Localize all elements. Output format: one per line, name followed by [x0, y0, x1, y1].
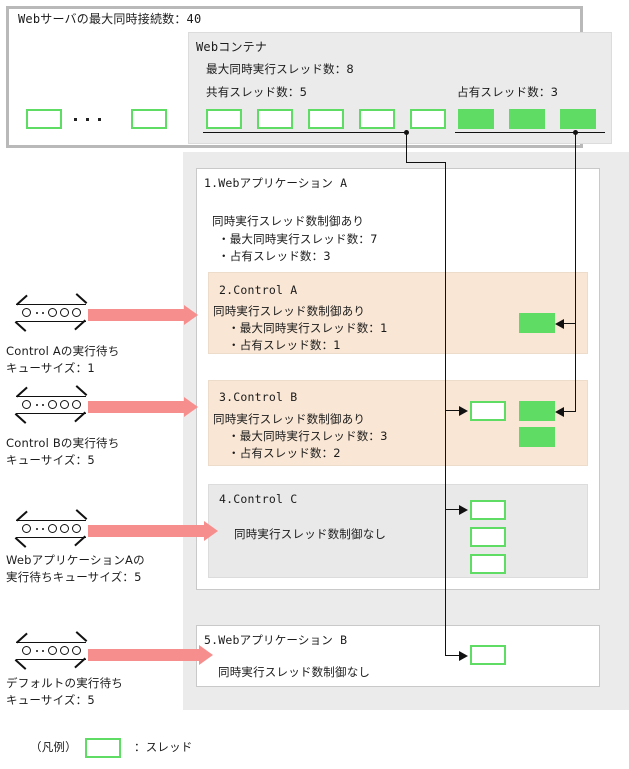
shared-trunk-jog — [406, 162, 446, 163]
app-a-bullet-dedicated: ・占有スレッド数：3 — [218, 249, 331, 263]
shared-thread — [257, 109, 293, 129]
app-a-title: 1.Webアプリケーション A — [204, 176, 348, 190]
shared-thread-rule — [203, 132, 407, 133]
web-server-title: Webサーバの最大同時接続数：40 — [18, 12, 202, 26]
control-b-dedicated-thread — [519, 401, 555, 421]
app-b-thread — [470, 645, 506, 665]
dedicated-thread — [509, 109, 545, 129]
request-arrow-control-b — [88, 397, 198, 417]
legend-suffix: ：スレッド — [134, 740, 193, 754]
queue-label-control-b-line1: Control Bの実行待ち — [6, 436, 120, 450]
dedicated-thread-rule — [455, 132, 605, 133]
control-a-title: 2.Control A — [219, 283, 298, 297]
control-c-title: 4.Control C — [219, 492, 298, 506]
ellipsis-dot — [74, 118, 77, 121]
request-arrow-default — [88, 645, 213, 665]
queue-icon-control-a — [12, 293, 90, 332]
control-c-thread — [470, 527, 506, 547]
queue-label-control-b-line2: キューサイズ：5 — [6, 453, 95, 467]
control-b-shared-thread — [470, 401, 506, 421]
branch-to-control-a — [563, 323, 576, 324]
control-a-bullet-max: ・最大同時実行スレッド数：1 — [228, 321, 388, 335]
control-c-control-line: 同時実行スレッド数制御なし — [234, 527, 387, 541]
control-b-bullet-max: ・最大同時実行スレッド数：3 — [228, 429, 388, 443]
queue-label-app-a-line1: WebアプリケーションAの — [6, 553, 145, 567]
queue-label-control-a-line1: Control Aの実行待ち — [6, 344, 120, 358]
app-b-title: 5.Webアプリケーション B — [204, 633, 348, 647]
branch-to-app-b — [445, 655, 462, 656]
branch-to-control-b-green-arrow — [555, 407, 564, 417]
queue-label-default-line1: デフォルトの実行待ち — [6, 676, 123, 690]
dedicated-threads-label: 占有スレッド数：3 — [457, 85, 559, 99]
panel-web-application-b — [196, 625, 600, 687]
queue-icon-control-b — [12, 385, 90, 424]
panel-control-c — [208, 484, 588, 578]
shared-thread — [410, 109, 446, 129]
server-connection-thread — [131, 109, 167, 129]
app-a-bullet-max: ・最大同時実行スレッド数：7 — [218, 232, 378, 246]
dedicated-thread — [560, 109, 596, 129]
dedicated-thread — [458, 109, 494, 129]
app-b-control-line: 同時実行スレッド数制御なし — [218, 665, 371, 679]
request-arrow-control-a — [88, 305, 198, 325]
control-a-dedicated-thread — [519, 313, 555, 333]
shared-threads-label: 共有スレッド数：5 — [206, 85, 308, 99]
control-a-bullet-dedicated: ・占有スレッド数：1 — [228, 338, 341, 352]
shared-thread — [359, 109, 395, 129]
branch-to-control-c — [445, 509, 462, 510]
shared-thread — [308, 109, 344, 129]
control-c-thread — [470, 500, 506, 520]
branch-to-control-b-arrow — [459, 406, 468, 416]
control-b-bullet-dedicated: ・占有スレッド数：2 — [228, 446, 341, 460]
branch-to-control-c-arrow — [459, 505, 468, 515]
shared-trunk-segment-top — [406, 132, 407, 162]
control-b-control-line: 同時実行スレッド数制御あり — [213, 412, 366, 426]
queue-label-app-a-line2: 実行待ちキューサイズ：5 — [6, 570, 142, 584]
queue-label-control-a-line2: キューサイズ：1 — [6, 361, 95, 375]
branch-to-control-b-green — [563, 411, 576, 412]
control-b-title: 3.Control B — [219, 390, 298, 404]
queue-label-default-line2: キューサイズ：5 — [6, 693, 95, 707]
ellipsis-dot — [98, 118, 101, 121]
request-arrow-web-application-a — [88, 521, 218, 541]
web-container-title: Webコンテナ — [196, 40, 268, 54]
control-a-control-line: 同時実行スレッド数制御あり — [213, 304, 366, 318]
branch-to-control-a-arrow — [555, 319, 564, 329]
legend-thread-swatch — [85, 738, 121, 758]
legend-prefix: （凡例） — [30, 740, 77, 754]
shared-trunk-vertical — [445, 162, 446, 655]
control-b-dedicated-thread — [519, 427, 555, 447]
max-concurrent-threads-label: 最大同時実行スレッド数：8 — [206, 62, 354, 76]
branch-to-control-b — [445, 410, 462, 411]
ellipsis-dot — [86, 118, 89, 121]
app-a-control-line: 同時実行スレッド数制御あり — [212, 214, 365, 228]
queue-icon-default — [12, 631, 90, 670]
control-c-thread — [470, 554, 506, 574]
shared-thread — [206, 109, 242, 129]
branch-to-app-b-arrow — [459, 651, 468, 661]
panel-control-b — [208, 380, 588, 466]
dedicated-trunk-vertical — [575, 132, 576, 411]
queue-icon-web-application-a — [12, 509, 90, 548]
server-connection-thread — [26, 109, 62, 129]
